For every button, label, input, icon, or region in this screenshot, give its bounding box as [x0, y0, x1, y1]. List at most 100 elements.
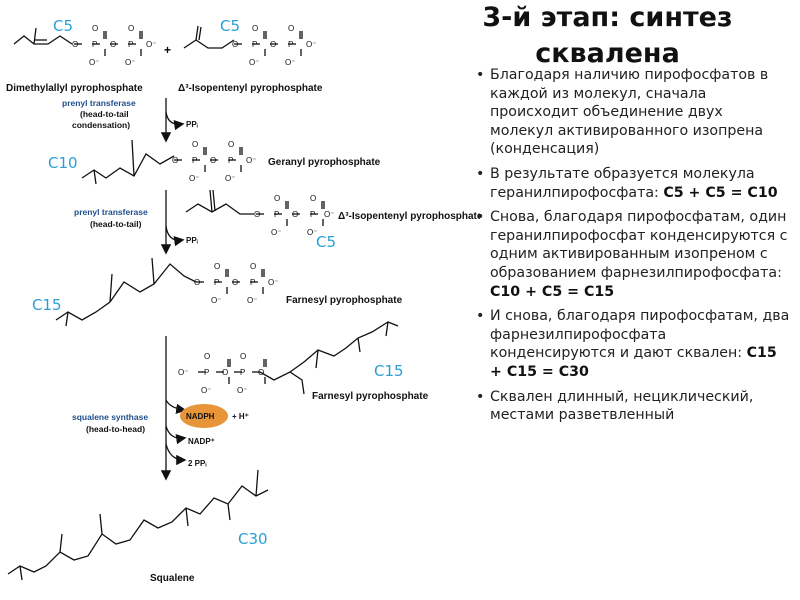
atom-o: O: [228, 140, 234, 149]
nadp-label: NADP⁺: [188, 437, 215, 446]
carbon-label-c30: C30: [238, 530, 268, 548]
atom-p: P: [252, 40, 257, 49]
bullet-item: Благодаря наличию пирофосфатов в каждой …: [472, 66, 790, 159]
atom-om: O⁻: [307, 228, 317, 237]
atom-o: O: [192, 140, 198, 149]
gpp-label: Geranyl pyrophosphate: [268, 157, 381, 168]
atom-om: O⁻: [247, 296, 257, 305]
gpp-structure: [81, 139, 243, 185]
ppi-label: PPᵢ: [186, 120, 198, 129]
ipp-structure: [183, 25, 303, 57]
fpp-label: Farnesyl pyrophosphate: [286, 295, 403, 306]
atom-om: O⁻: [271, 228, 281, 237]
nadph-label: NADPH: [186, 412, 215, 421]
atom-o: O: [274, 194, 280, 203]
atom-om: O⁻: [89, 58, 99, 67]
equation: C10 + C5 = C15: [490, 283, 615, 300]
atom-o: O: [232, 40, 238, 49]
atom-om: O⁻: [237, 386, 247, 395]
atom-o: O: [240, 352, 246, 361]
title-line: 3-й этап: синтез: [482, 2, 733, 33]
atom-o: O: [128, 24, 134, 33]
atom-p: P: [310, 210, 315, 219]
atom-om: O⁻: [178, 368, 188, 377]
enzyme-detail: (head-to-tail): [90, 219, 142, 229]
atom-p: P: [274, 210, 279, 219]
equation: C15 + C15 = C30: [490, 345, 777, 380]
ppi-label: PPᵢ: [186, 236, 198, 245]
plus-sign: +: [164, 43, 171, 57]
atom-p: P: [204, 368, 209, 377]
atom-om: O⁻: [324, 210, 334, 219]
atom-o: O: [258, 368, 264, 377]
atom-o: O: [270, 40, 276, 49]
atom-om: O⁻: [225, 174, 235, 183]
dmapp-atoms: O P O P O⁻ O O O⁻ O⁻: [72, 24, 156, 67]
ipp-label: Δ³-Isopentenyl pyrophosphate: [178, 83, 323, 94]
equation: C5 + C5 = C10: [663, 184, 778, 201]
carbon-label-c5: C5: [316, 233, 336, 251]
atom-o: O: [194, 278, 200, 287]
atom-o: O: [254, 210, 260, 219]
bullet-text: Благодаря наличию пирофосфатов в каждой …: [490, 67, 769, 158]
carbon-label-c15: C15: [374, 362, 404, 380]
enzyme-detail: condensation): [72, 120, 130, 130]
atom-p: P: [92, 40, 97, 49]
bullet-list: Благодаря наличию пирофосфатов в каждой …: [472, 66, 790, 431]
carbon-label-c5: C5: [53, 17, 73, 35]
bullet-text: В результате образуется молекула геранил…: [490, 165, 755, 201]
atom-o: O: [310, 194, 316, 203]
atom-o: O: [250, 262, 256, 271]
dmapp-label: Dimethylallyl pyrophosphate: [6, 83, 143, 94]
atom-o: O: [172, 156, 178, 165]
atom-p: P: [228, 156, 233, 165]
bullet-item: В результате образуется молекула геранил…: [472, 165, 790, 202]
squalene-structure: [7, 469, 269, 581]
atom-om: O⁻: [201, 386, 211, 395]
atom-om: O⁻: [125, 58, 135, 67]
ipp2-structure: [185, 189, 325, 227]
atom-o: O: [222, 368, 228, 377]
squalene-label: Squalene: [150, 573, 195, 584]
carbon-label-c5: C5: [220, 17, 240, 35]
side-arrow: [165, 425, 187, 445]
atom-om: O⁻: [249, 58, 259, 67]
atom-p: P: [288, 40, 293, 49]
ppi-label: 2 PPᵢ: [188, 459, 206, 468]
h-plus-label: + H⁺: [232, 412, 249, 421]
atom-p: P: [214, 278, 219, 287]
atom-o: O: [92, 24, 98, 33]
title-line: сквалена: [535, 38, 680, 69]
atom-om: O⁻: [211, 296, 221, 305]
atom-o: O: [288, 24, 294, 33]
fpp2-structure: [197, 321, 399, 395]
atom-om: O⁻: [246, 156, 256, 165]
atom-om: O⁻: [189, 174, 199, 183]
enzyme-detail: (head-to-head): [86, 424, 145, 434]
slide-title: 3-й этап: синтез сквалена: [415, 0, 800, 72]
side-arrow: [165, 225, 185, 247]
bullet-text: Сквален длинный, нециклический, местами …: [490, 388, 754, 424]
atom-p: P: [250, 278, 255, 287]
bullet-text: И снова, благодаря пирофосфатам, два фар…: [490, 308, 790, 362]
side-arrow: [165, 111, 185, 131]
side-arrow: [165, 399, 187, 415]
enzyme-squalene-synthase: squalene synthase: [72, 412, 148, 422]
ipp2-label: Δ³-Isopentenyl pyrophosphate: [338, 211, 480, 222]
biosynthesis-diagram: O P O P O⁻ O O O⁻ O⁻ C5 Dimethylallyl py…: [6, 17, 480, 584]
bullet-item: Сквален длинный, нециклический, местами …: [472, 388, 790, 425]
atom-p: P: [192, 156, 197, 165]
nadph-badge: [180, 404, 228, 428]
carbon-label-c10: C10: [48, 154, 78, 172]
atom-om: O⁻: [306, 40, 316, 49]
atom-o: O: [232, 278, 238, 287]
fpp-structure: [55, 257, 265, 327]
bullet-item: Снова, благодаря пирофосфатам, один гера…: [472, 208, 790, 301]
side-arrow: [165, 443, 187, 466]
atom-o: O: [210, 156, 216, 165]
dmapp-structure: [13, 27, 143, 57]
atom-o: O: [72, 40, 78, 49]
atom-om: O⁻: [146, 40, 156, 49]
carbon-label-c15: C15: [32, 296, 62, 314]
bullet-text: Снова, благодаря пирофосфатам, один гера…: [490, 209, 788, 281]
